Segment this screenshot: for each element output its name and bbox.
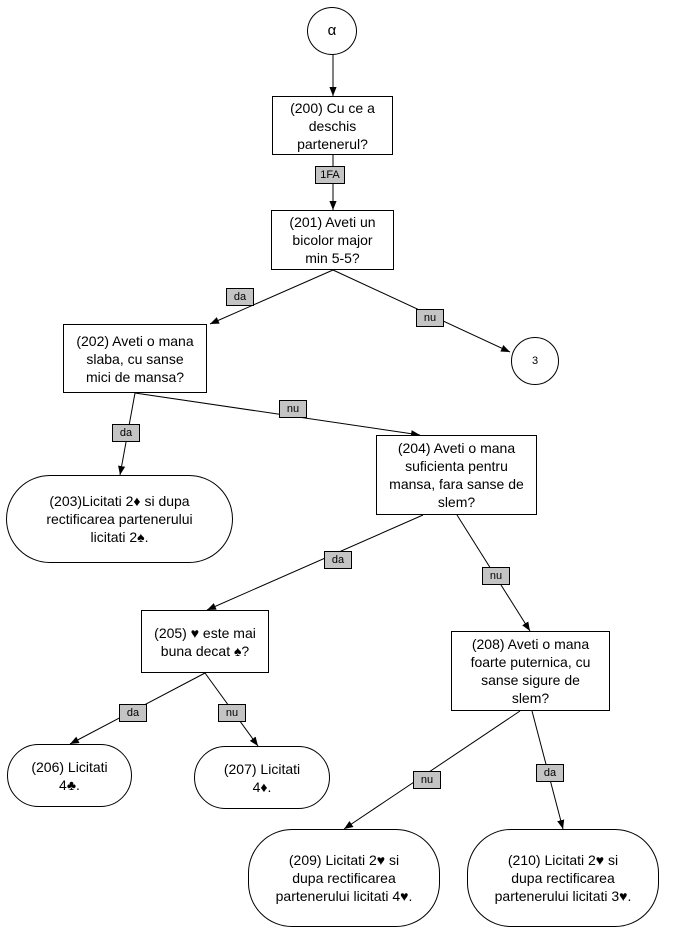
edge-201-202 [209, 269, 334, 325]
edge-label-204-da: da [324, 551, 352, 569]
edge-label-208-nu: nu [413, 771, 441, 789]
decision-204: (204) Aveti o mana suficienta pentru man… [376, 435, 537, 515]
start-connector-alpha: α [307, 7, 357, 55]
edge-204-205 [206, 514, 424, 611]
edge-label-204-nu: nu [482, 567, 510, 585]
edge-label-202-nu: nu [279, 400, 307, 418]
action-207: (207) Licitati 4♦. [194, 746, 330, 809]
edge-208-209 [343, 710, 521, 830]
edge-label-1fa: 1FA [315, 166, 345, 184]
edge-label-208-da: da [536, 764, 564, 782]
edge-202-204 [134, 392, 421, 438]
edge-label-202-da: da [112, 424, 140, 442]
edge-label-201-da: da [226, 288, 254, 306]
action-209: (209) Licitati 2♥ si dupa rectificarea p… [248, 829, 440, 927]
edge-label-205-da: da [119, 704, 147, 722]
decision-208: (208) Aveti o mana foarte puternica, cu … [451, 631, 610, 711]
action-203: (203)Licitati 2♦ si dupa rectificarea pa… [6, 475, 233, 563]
connector-3: 3 [511, 337, 559, 385]
decision-205: (205) ♥ este mai buna decat ♠? [141, 610, 269, 673]
edge-label-205-nu: nu [218, 704, 246, 722]
decision-200: (200) Cu ce a deschis partenerul? [272, 96, 393, 155]
action-210: (210) Licitati 2♥ si dupa rectificarea p… [467, 829, 659, 927]
edge-label-201-nu: nu [416, 309, 444, 327]
action-206: (206) Licitati 4♣. [7, 744, 132, 807]
decision-201: (201) Aveti un bicolor major min 5-5? [271, 210, 394, 270]
decision-202: (202) Aveti o mana slaba, cu sanse mici … [63, 324, 207, 393]
